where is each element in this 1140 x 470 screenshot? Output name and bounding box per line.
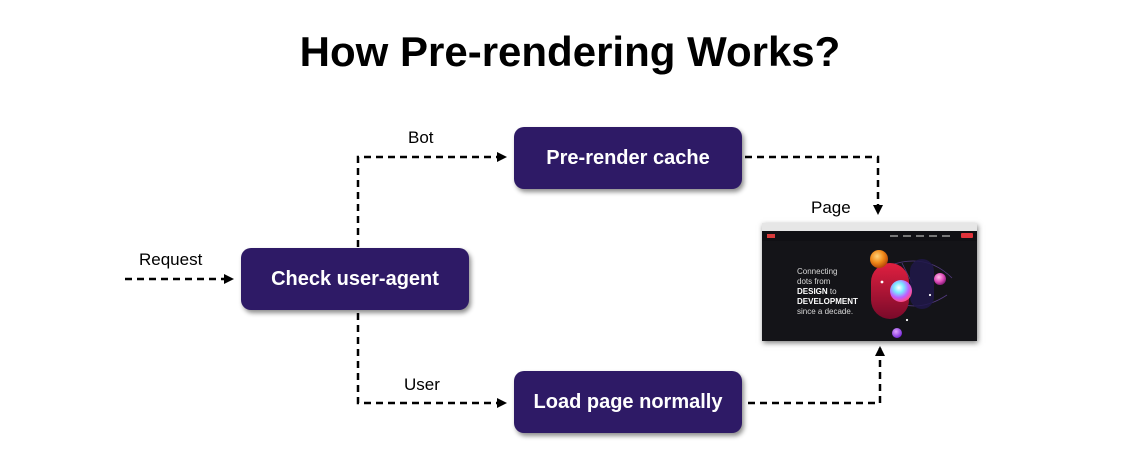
cache-to-page-connector [745, 155, 883, 215]
bot-connector [356, 152, 507, 247]
pink-orb [934, 273, 946, 285]
load-to-page-connector [748, 346, 885, 405]
pre-render-cache-label: Pre-render cache [546, 146, 710, 169]
hero-line-4: DEVELOPMENT [797, 297, 858, 306]
violet-orb [892, 328, 902, 338]
user-label: User [404, 375, 440, 394]
nav-link [929, 235, 937, 237]
check-user-agent-node: Check user-agent [241, 248, 469, 310]
hero-design-word: DESIGN [797, 287, 828, 296]
nav-link [916, 235, 924, 237]
page-thumbnail: Connecting dots from DESIGN to DEVELOPME… [762, 223, 977, 341]
hero-line-2: dots from [797, 277, 831, 286]
iridescent-orb [890, 280, 912, 302]
orange-orb [870, 250, 888, 268]
load-page-normally-node: Load page normally [514, 371, 742, 433]
white-dot [880, 280, 884, 284]
nav-link [903, 235, 911, 237]
hero-illustration [870, 250, 953, 338]
white-dot [928, 293, 932, 297]
hero-to-word: to [827, 287, 837, 296]
site-logo [767, 234, 775, 238]
page-navbar [762, 231, 977, 241]
diagram-title: How Pre-rendering Works? [299, 28, 841, 75]
nav-cta-button [961, 233, 973, 238]
request-label: Request [139, 250, 203, 269]
page-label: Page [811, 198, 851, 217]
user-connector [356, 313, 507, 408]
hero-text: Connecting dots from DESIGN to DEVELOPME… [797, 267, 858, 317]
dark-column [910, 259, 934, 309]
hero-line-1: Connecting [797, 267, 838, 276]
hero-line-3: DESIGN to [797, 287, 858, 297]
check-user-agent-label: Check user-agent [271, 267, 439, 290]
white-dot [905, 318, 909, 322]
nav-link [890, 235, 898, 237]
bot-label: Bot [408, 128, 434, 147]
load-page-normally-label: Load page normally [533, 390, 723, 413]
hero-line-5: since a decade. [797, 307, 854, 316]
nav-link [942, 235, 950, 237]
pre-render-cache-node: Pre-render cache [514, 127, 742, 189]
browser-bar [762, 223, 977, 231]
